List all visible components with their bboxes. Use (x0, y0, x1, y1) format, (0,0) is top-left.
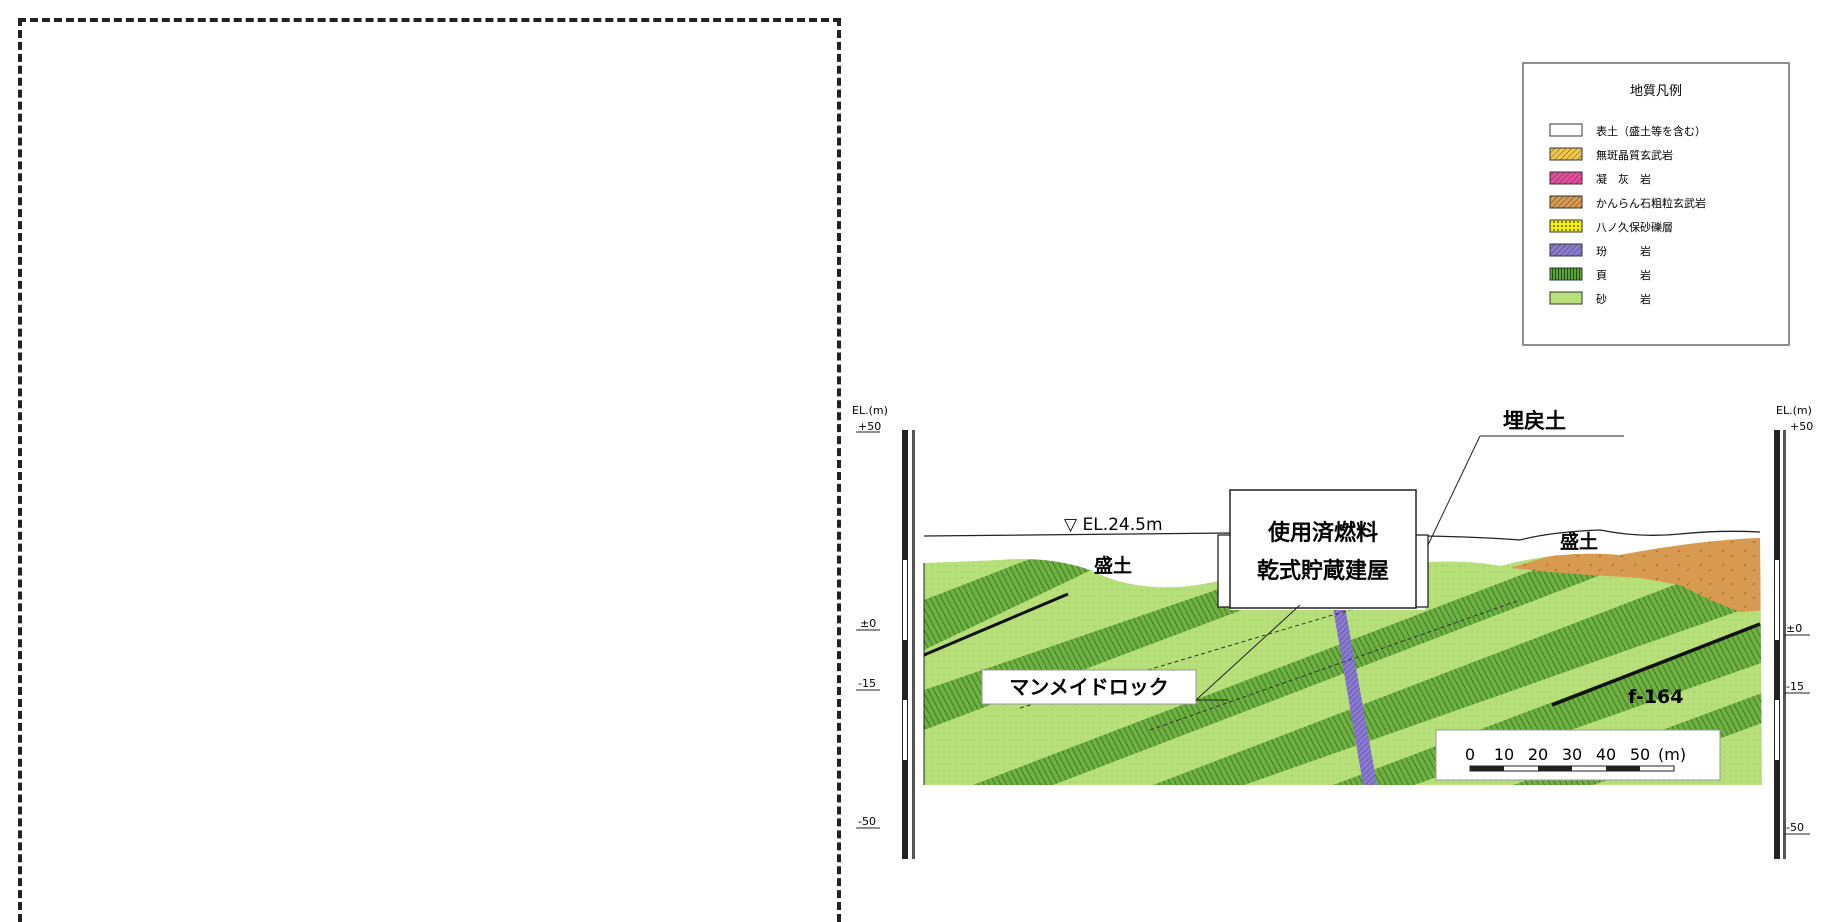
scale-tick-40: 40 (1596, 745, 1616, 764)
scale-unit: (m) (1658, 745, 1686, 764)
left-tick-minus15: -15 (858, 677, 876, 690)
porphyrite-dike (1330, 590, 1378, 785)
scale-tick-30: 30 (1562, 745, 1582, 764)
right-tick-minus15: -15 (1786, 680, 1804, 693)
right-tick-minus50: -50 (1786, 821, 1804, 834)
building-label-line1: 使用済燃料 (1267, 520, 1378, 546)
ground-level-label: ▽ EL.24.5m (1064, 515, 1163, 535)
right-tick-zero: ±0 (1786, 622, 1802, 635)
right-elevation-ruler (1774, 430, 1786, 859)
left-tick-minus50: -50 (858, 815, 876, 828)
fill-label-right: 盛土 (1560, 530, 1598, 553)
geology-legend: 地質凡例 表土（盛土等を含む） 無斑晶質玄武岩 凝 灰 岩 かんらん石粗粒玄武岩… (1522, 62, 1790, 346)
legend-swatch-topsoil (1549, 123, 1583, 137)
backfill-label: 埋戻土 (1503, 409, 1566, 433)
left-elevation-ruler (902, 430, 915, 859)
scale-tick-20: 20 (1528, 745, 1548, 764)
building-label-line2: 乾式貯蔵建屋 (1257, 558, 1389, 584)
left-tick-plus50: +50 (858, 420, 881, 433)
legend-swatch-sandstone (1549, 291, 1583, 305)
scale-tick-0: 0 (1465, 745, 1475, 764)
scale-bar (1435, 729, 1721, 781)
legend-label-porphyrite: 玢 岩 (1596, 244, 1651, 258)
left-axis-unit: EL.(m) (852, 404, 888, 417)
legend-label-tuff: 凝 灰 岩 (1596, 172, 1651, 186)
scale-tick-10: 10 (1494, 745, 1514, 764)
legend-label-shale: 頁 岩 (1596, 268, 1651, 282)
olivine-basalt-body (1510, 538, 1762, 612)
right-tick-plus50: +50 (1790, 420, 1813, 433)
left-tick-zero: ±0 (860, 617, 876, 630)
legend-label-sandstone: 砂 岩 (1596, 292, 1651, 306)
manmade-rock-label: マンメイドロック (1009, 675, 1168, 699)
legend-label-olivine-basalt: かんらん石粗粒玄武岩 (1596, 196, 1706, 210)
geologic-cross-section: EL.(m) +50 ±0 -15 -50 EL.(m) +50 ±0 -15 … (852, 62, 1813, 859)
building (1217, 489, 1429, 609)
legend-label-gravel: 八ノ久保砂礫層 (1596, 220, 1673, 234)
right-axis-unit: EL.(m) (1776, 404, 1812, 417)
fill-label-left: 盛土 (1094, 554, 1132, 577)
scale-tick-50: 50 (1630, 745, 1650, 764)
dashed-frame (18, 18, 841, 922)
fault-label: f-164 (1628, 686, 1683, 708)
manmade-rock-label-box (981, 669, 1197, 705)
fault-line (1551, 622, 1761, 707)
legend-label-aphyric-basalt: 無斑晶質玄武岩 (1596, 148, 1673, 162)
legend-title: 地質凡例 (1630, 84, 1682, 99)
legend-label-topsoil: 表土（盛土等を含む） (1596, 124, 1706, 138)
ground-surface-line (923, 529, 1761, 541)
